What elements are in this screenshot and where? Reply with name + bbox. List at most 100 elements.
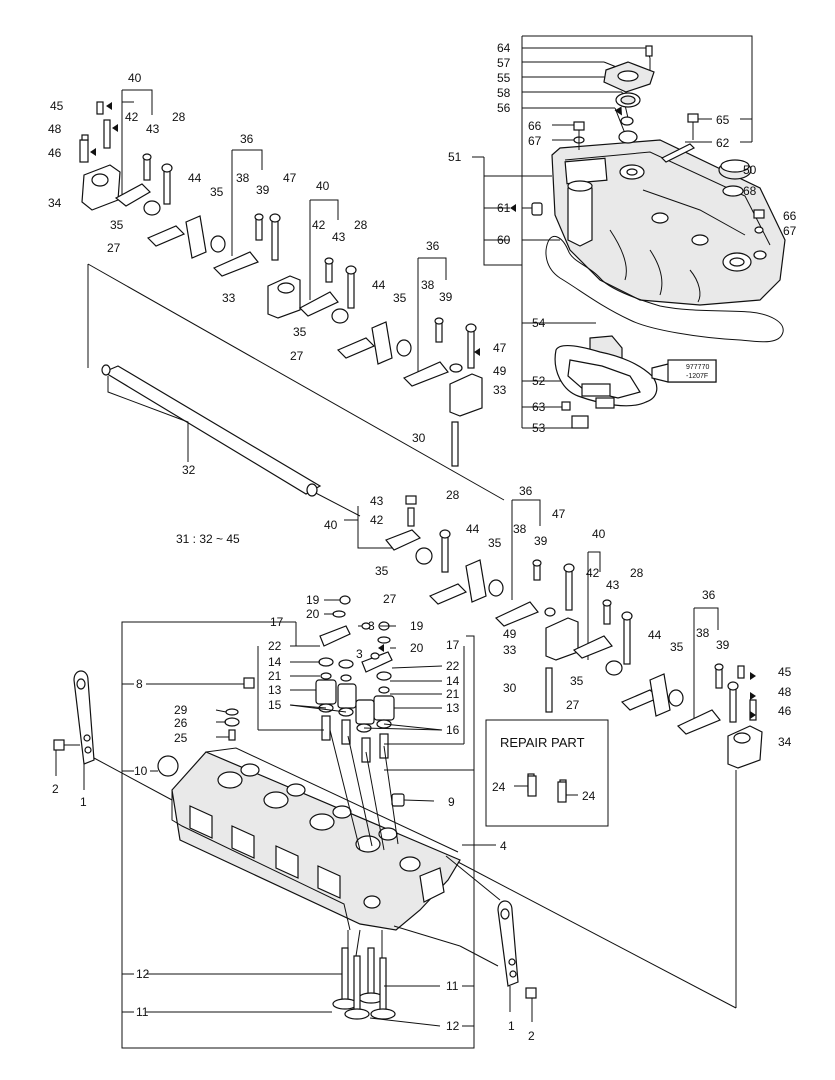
callout-44-a: 44 xyxy=(188,171,202,185)
cylinder-head-box xyxy=(121,621,496,1049)
callout-34-b: 34 xyxy=(778,735,792,749)
callout-48-a: 48 xyxy=(48,122,62,136)
callout-4: 4 xyxy=(500,839,507,853)
callout-47-c: 47 xyxy=(552,507,566,521)
callout-36-c: 36 xyxy=(519,484,533,498)
callout-35-a: 35 xyxy=(110,218,124,232)
callout-35-f: 35 xyxy=(670,640,684,654)
cover-gasket xyxy=(545,235,784,343)
callout-3-b: 3 xyxy=(356,647,363,661)
guide-lines xyxy=(393,770,737,1009)
group-note: 31 : 32 ~ 45 xyxy=(176,532,240,546)
callout-67-a: 67 xyxy=(528,134,542,148)
callout-49-a: 49 xyxy=(493,364,507,378)
rocker-arm-assembly-upper xyxy=(79,89,483,467)
callout-28-d: 28 xyxy=(630,566,644,580)
callout-16: 16 xyxy=(446,723,460,737)
callout-27-d: 27 xyxy=(566,698,580,712)
callout-35-c: 35 xyxy=(393,291,407,305)
callout-3-a: 3 xyxy=(368,619,375,633)
callout-52: 52 xyxy=(532,374,546,388)
callout-56: 56 xyxy=(497,101,511,115)
callout-47-a: 47 xyxy=(283,171,297,185)
lifting-brackets xyxy=(53,670,537,1022)
callout-28-c: 28 xyxy=(446,488,460,502)
leader-lines-top-right xyxy=(522,47,760,429)
callout-39-d: 39 xyxy=(716,638,730,652)
valve-train xyxy=(315,595,399,1020)
callout-43-b: 43 xyxy=(332,230,346,244)
callout-35-e: 35 xyxy=(375,564,389,578)
callout-labels: 64 57 55 58 56 66 67 65 62 51 50 68 61 6… xyxy=(48,41,797,1043)
callout-66-a: 66 xyxy=(528,119,542,133)
callout-60: 60 xyxy=(497,233,511,247)
callout-1-a: 1 xyxy=(80,795,87,809)
callout-38-d: 38 xyxy=(696,626,710,640)
callout-34-a: 34 xyxy=(48,196,62,210)
callout-43-d: 43 xyxy=(606,578,620,592)
repair-part-right-label: 24 xyxy=(582,789,596,803)
rocker-cover-group-bracket xyxy=(472,35,753,428)
callout-15: 15 xyxy=(268,698,282,712)
callout-12-b: 12 xyxy=(446,1019,460,1033)
rocker-arm-assembly-lower xyxy=(344,495,763,769)
callout-20-a: 20 xyxy=(306,607,320,621)
callout-61: 61 xyxy=(497,201,511,215)
callout-19-b: 19 xyxy=(410,619,424,633)
leader-lines-head xyxy=(146,599,474,1027)
callout-35-d: 35 xyxy=(488,536,502,550)
callout-27-b: 27 xyxy=(290,349,304,363)
callout-30-b: 30 xyxy=(503,681,517,695)
sealant-tube-line1: 977770 xyxy=(686,364,709,371)
callout-38-b: 38 xyxy=(421,278,435,292)
callout-9: 9 xyxy=(448,795,455,809)
callout-33-b: 33 xyxy=(493,383,507,397)
callout-22-b: 22 xyxy=(446,659,460,673)
callout-40-d: 40 xyxy=(592,527,606,541)
callout-42-c: 42 xyxy=(370,513,384,527)
callout-13-b: 13 xyxy=(446,701,460,715)
callout-13-a: 13 xyxy=(268,683,282,697)
callout-27-a: 27 xyxy=(107,241,121,255)
repair-part-box xyxy=(485,719,609,827)
callout-21-a: 21 xyxy=(268,669,282,683)
callout-44-d: 44 xyxy=(648,628,662,642)
callout-64: 64 xyxy=(497,41,511,55)
callout-38-a: 38 xyxy=(236,171,250,185)
callout-39-c: 39 xyxy=(534,534,548,548)
leader-arrows xyxy=(90,102,756,719)
callout-28-a: 28 xyxy=(172,110,186,124)
callout-12-a: 12 xyxy=(136,967,150,981)
leader-32 xyxy=(107,376,189,462)
sealant-tube-line2: -1207F xyxy=(686,373,708,380)
callout-11-b: 11 xyxy=(446,979,459,993)
callout-1-b: 1 xyxy=(508,1019,515,1033)
callout-19-a: 19 xyxy=(306,593,320,607)
callout-28-b: 28 xyxy=(354,218,368,232)
callout-2-b: 2 xyxy=(528,1029,535,1043)
callout-22-a: 22 xyxy=(268,639,282,653)
callout-32: 32 xyxy=(182,463,196,477)
callout-57: 57 xyxy=(497,56,511,70)
callout-29: 29 xyxy=(174,703,188,717)
callout-43-c: 43 xyxy=(370,494,384,508)
callout-62: 62 xyxy=(716,136,730,150)
callout-45-b: 45 xyxy=(778,665,792,679)
callout-47-b: 47 xyxy=(493,341,507,355)
callout-39-a: 39 xyxy=(256,183,270,197)
callout-58: 58 xyxy=(497,86,511,100)
callout-25: 25 xyxy=(174,731,188,745)
callout-40-a: 40 xyxy=(128,71,142,85)
callout-14-a: 14 xyxy=(268,655,282,669)
callout-36-a: 36 xyxy=(240,132,254,146)
callout-27-c: 27 xyxy=(383,592,397,606)
callout-2-a: 2 xyxy=(52,782,59,796)
callout-17-a: 17 xyxy=(270,615,284,629)
callout-21-b: 21 xyxy=(446,687,460,701)
callout-35-g: 35 xyxy=(570,674,584,688)
callout-35-x: 35 xyxy=(210,185,224,199)
callout-45-a: 45 xyxy=(50,99,64,113)
callout-46-b: 46 xyxy=(778,704,792,718)
callout-43-a: 43 xyxy=(146,122,160,136)
